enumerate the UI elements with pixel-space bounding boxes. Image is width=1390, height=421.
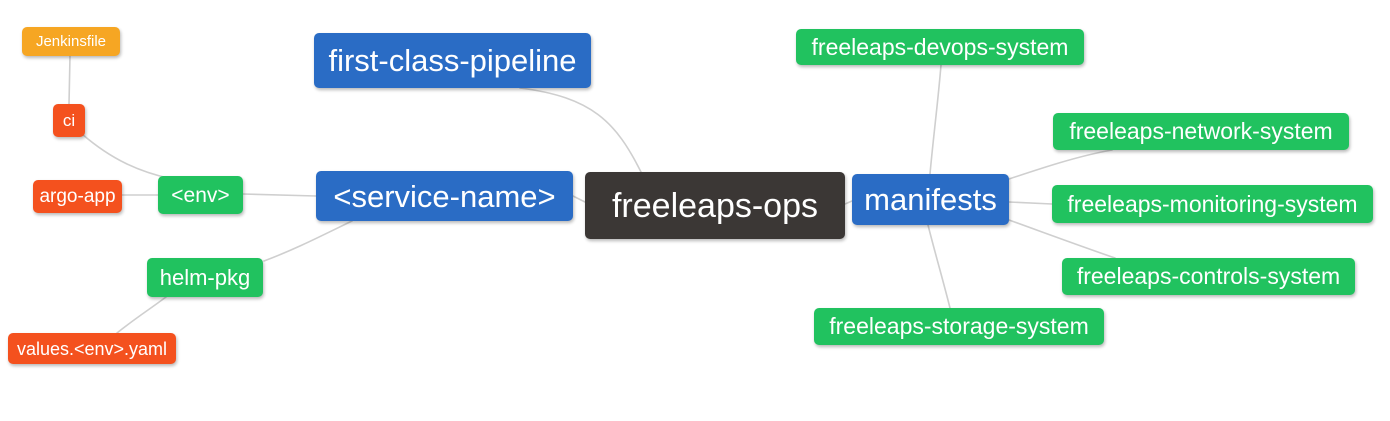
edge-service-name-helm-pkg	[263, 220, 353, 262]
edge-manifests-controls	[1008, 219, 1116, 259]
node-argo-app[interactable]: argo-app	[33, 180, 122, 213]
node-helm-pkg[interactable]: helm-pkg	[147, 258, 263, 297]
edge-manifests-storage	[927, 224, 951, 309]
node-first-class-pipeline[interactable]: first-class-pipeline	[314, 33, 591, 88]
edge-helm-pkg-values	[116, 296, 167, 334]
node-values-env-yaml[interactable]: values.<env>.yaml	[8, 333, 176, 364]
node-service-name[interactable]: <service-name>	[316, 171, 573, 221]
node-env[interactable]: <env>	[158, 176, 243, 214]
node-manifests[interactable]: manifests	[852, 174, 1009, 225]
edge-manifests-network	[1008, 149, 1113, 180]
node-freeleaps-network-system[interactable]: freeleaps-network-system	[1053, 113, 1349, 150]
node-freeleaps-controls-system[interactable]: freeleaps-controls-system	[1062, 258, 1355, 295]
node-freeleaps-devops-system[interactable]: freeleaps-devops-system	[796, 29, 1084, 65]
node-freeleaps-monitoring-system[interactable]: freeleaps-monitoring-system	[1052, 185, 1373, 223]
edge-service-name-ops	[572, 195, 586, 203]
node-jenkinsfile[interactable]: Jenkinsfile	[22, 27, 120, 56]
edge-ops-manifests	[844, 200, 853, 205]
node-freeleaps-storage-system[interactable]: freeleaps-storage-system	[814, 308, 1104, 345]
edge-ci-env	[81, 133, 173, 180]
node-ci[interactable]: ci	[53, 104, 85, 137]
edge-env-service-name	[242, 193, 317, 197]
node-freeleaps-ops[interactable]: freeleaps-ops	[585, 172, 845, 239]
edge-manifests-devops	[929, 64, 942, 175]
edge-manifests-monitoring	[1008, 201, 1053, 205]
edge-jenkinsfile-ci	[68, 55, 71, 105]
edge-pipeline-freeleaps-ops	[519, 87, 642, 173]
